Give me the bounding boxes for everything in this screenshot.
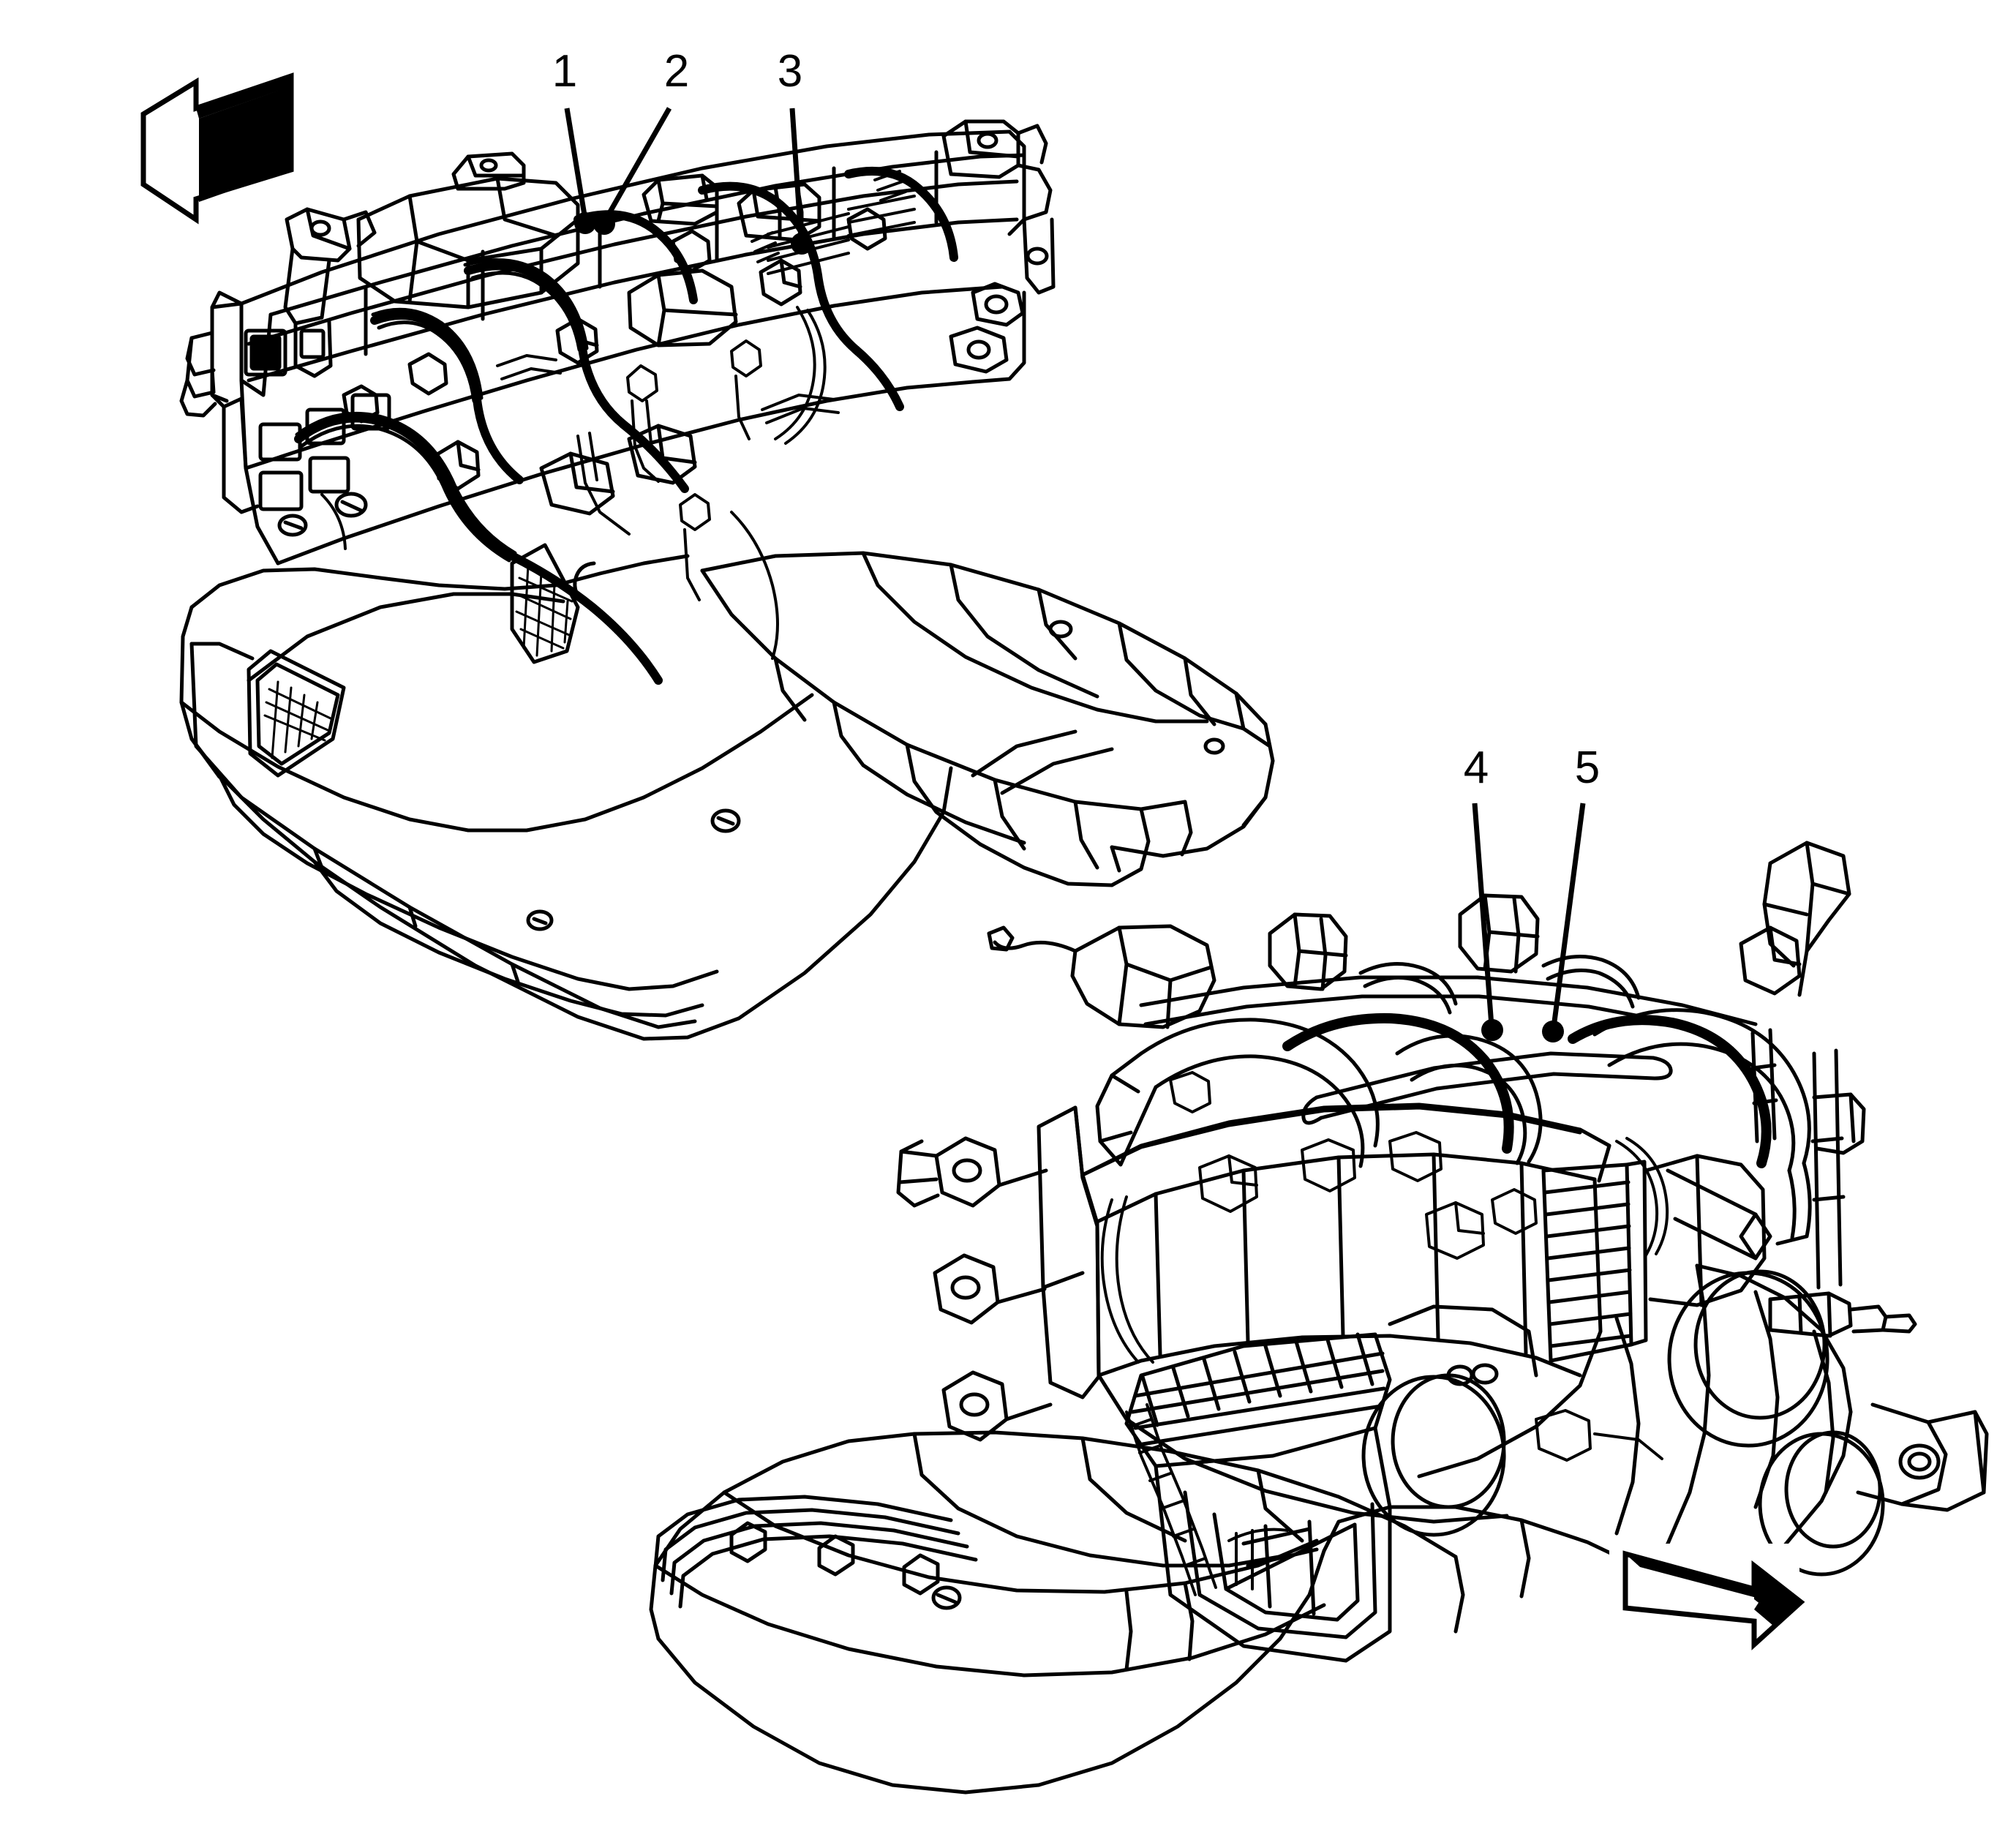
upper-connector-hatch (751, 170, 907, 263)
hvac-case (896, 1102, 1767, 1663)
upper-fine-detail (320, 306, 840, 660)
callout-label-3: 3 (778, 46, 802, 97)
callout-leader-3 (789, 108, 804, 240)
callout-dot-5 (1542, 1021, 1564, 1042)
lower-upper-structures (987, 841, 1851, 1143)
upper-harness-connectors (342, 207, 887, 491)
callout-group (564, 107, 1586, 1028)
lower-hose-outlines (1095, 1008, 1866, 1246)
callout-leader-5 (1551, 803, 1586, 1028)
callout-label-1: 1 (552, 46, 577, 97)
callout-leader-1 (564, 108, 588, 220)
callout-label-2: 2 (664, 46, 689, 97)
callout-leader-4 (1472, 803, 1494, 1026)
callout-label-5: 5 (1575, 743, 1600, 793)
callout-dot-4 (1481, 1019, 1503, 1041)
steering-column-and-booster (1666, 1048, 1989, 1577)
center-floor-vent-grid (515, 563, 573, 657)
vehicle-front-direction-arrow-lower (1609, 1544, 1805, 1712)
cabin-filter-grid (1130, 1332, 1386, 1446)
upper-wiring-harness (294, 166, 958, 685)
callout-label-4: 4 (1464, 743, 1489, 793)
upper-floor-pan (179, 543, 1275, 1041)
hvac-module-with-evaporator (649, 841, 1989, 1795)
arrow-upper-final (124, 66, 322, 234)
ip-carrier-beam (179, 119, 1056, 566)
lower-fine-detail (1100, 1071, 1669, 1596)
left-kick-vent-grid (263, 680, 332, 759)
callout-leader-2 (603, 107, 672, 221)
instrument-panel-carrier-with-harness (179, 119, 1275, 1041)
evaporator-fins (1543, 1180, 1633, 1348)
